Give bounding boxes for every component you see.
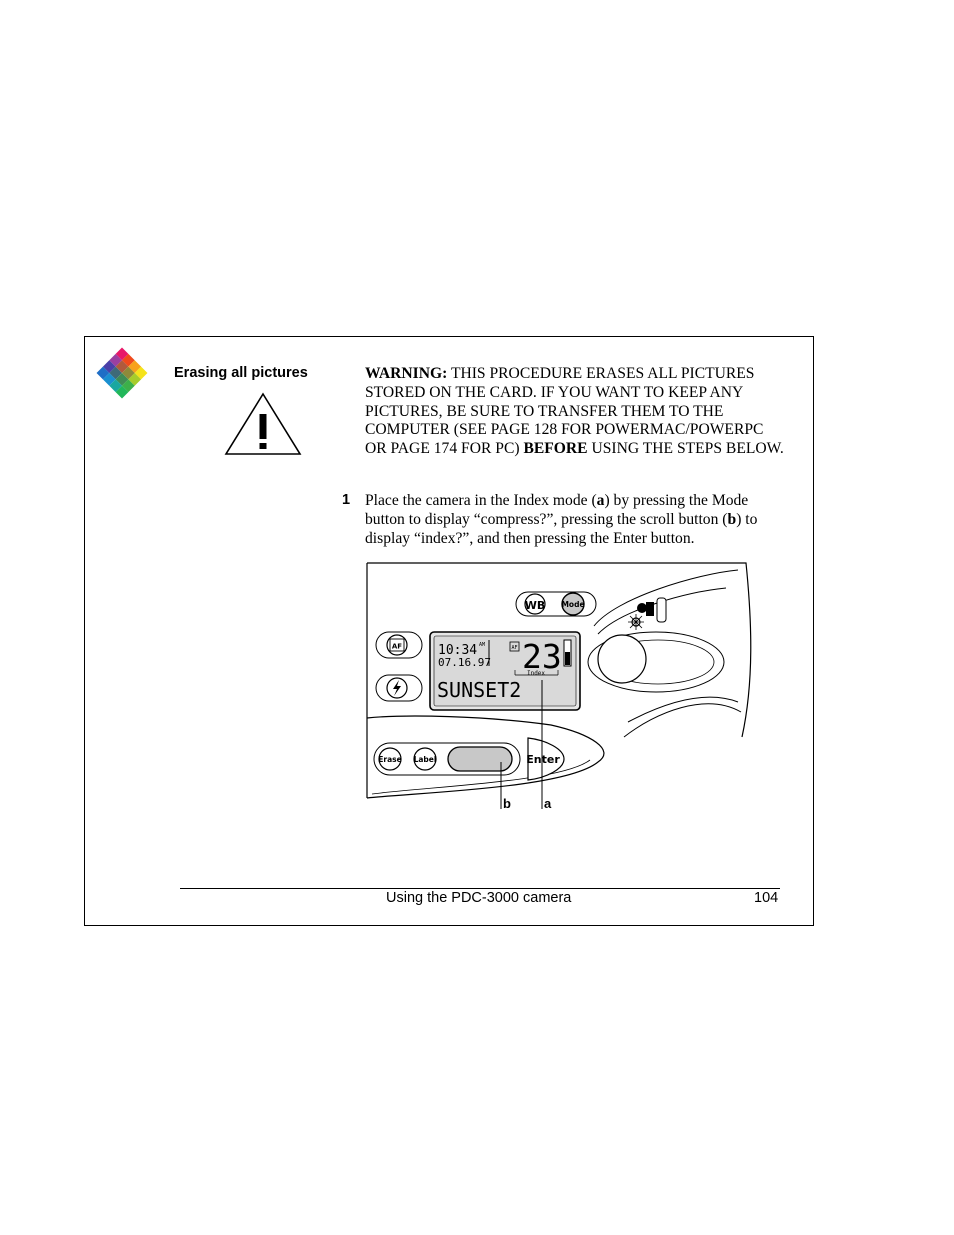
warning-after: USING THE STEPS BELOW. — [591, 440, 784, 458]
warning-label: WARNING: — [365, 365, 448, 382]
callout-a: a — [544, 796, 552, 811]
enter-button-label: Enter — [526, 753, 560, 766]
callout-b: b — [503, 796, 511, 811]
warning-triangle-icon — [224, 392, 302, 455]
warning-paragraph: WARNING: THIS PROCEDURE ERASES ALL PICTU… — [365, 365, 785, 459]
mode-button-label: Mode — [561, 600, 584, 609]
diamond-logo-icon — [96, 347, 148, 399]
af-button-label: AF — [392, 643, 402, 651]
warning-before: BEFORE — [523, 440, 588, 458]
label-button-label: Label — [414, 755, 437, 764]
step-text-1: Place the camera in the Index mode ( — [365, 492, 597, 509]
footer-title: Using the PDC-3000 camera — [386, 890, 572, 906]
lcd-time: 10:34 — [438, 643, 477, 658]
page-frame — [84, 336, 814, 926]
lcd-count: 23 — [522, 637, 562, 676]
lcd-af: AF — [511, 645, 517, 651]
step-text: Place the camera in the Index mode (a) b… — [365, 492, 785, 548]
wb-button-label: WB — [525, 599, 546, 612]
step-text-2: ) by pressing the Mode button to display… — [365, 492, 749, 528]
lcd-date: 07.16.97 — [438, 656, 491, 669]
section-title: Erasing all pictures — [174, 365, 308, 381]
footer-rule — [180, 888, 780, 889]
flash-icon — [393, 680, 401, 696]
step-ref-b: b — [727, 510, 737, 528]
step-text-3: ) to display “index?”, and then pressing… — [365, 510, 758, 547]
erase-button-label: Erase — [378, 755, 401, 764]
lcd-name: SUNSET2 — [437, 678, 521, 702]
lcd-index: Index — [527, 670, 545, 677]
step-ref-a: a — [596, 492, 605, 509]
lcd-am: AM — [479, 642, 485, 648]
warning-text: THIS PROCEDURE ERASES ALL PICTURES STORE… — [365, 365, 764, 458]
camera-illustration: WB Mode AF 10:34 AM 07.16.97 AF 23 Index… — [366, 562, 752, 811]
page-number: 104 — [754, 890, 779, 906]
step-number: 1 — [342, 492, 351, 508]
scroll-button — [447, 746, 513, 772]
